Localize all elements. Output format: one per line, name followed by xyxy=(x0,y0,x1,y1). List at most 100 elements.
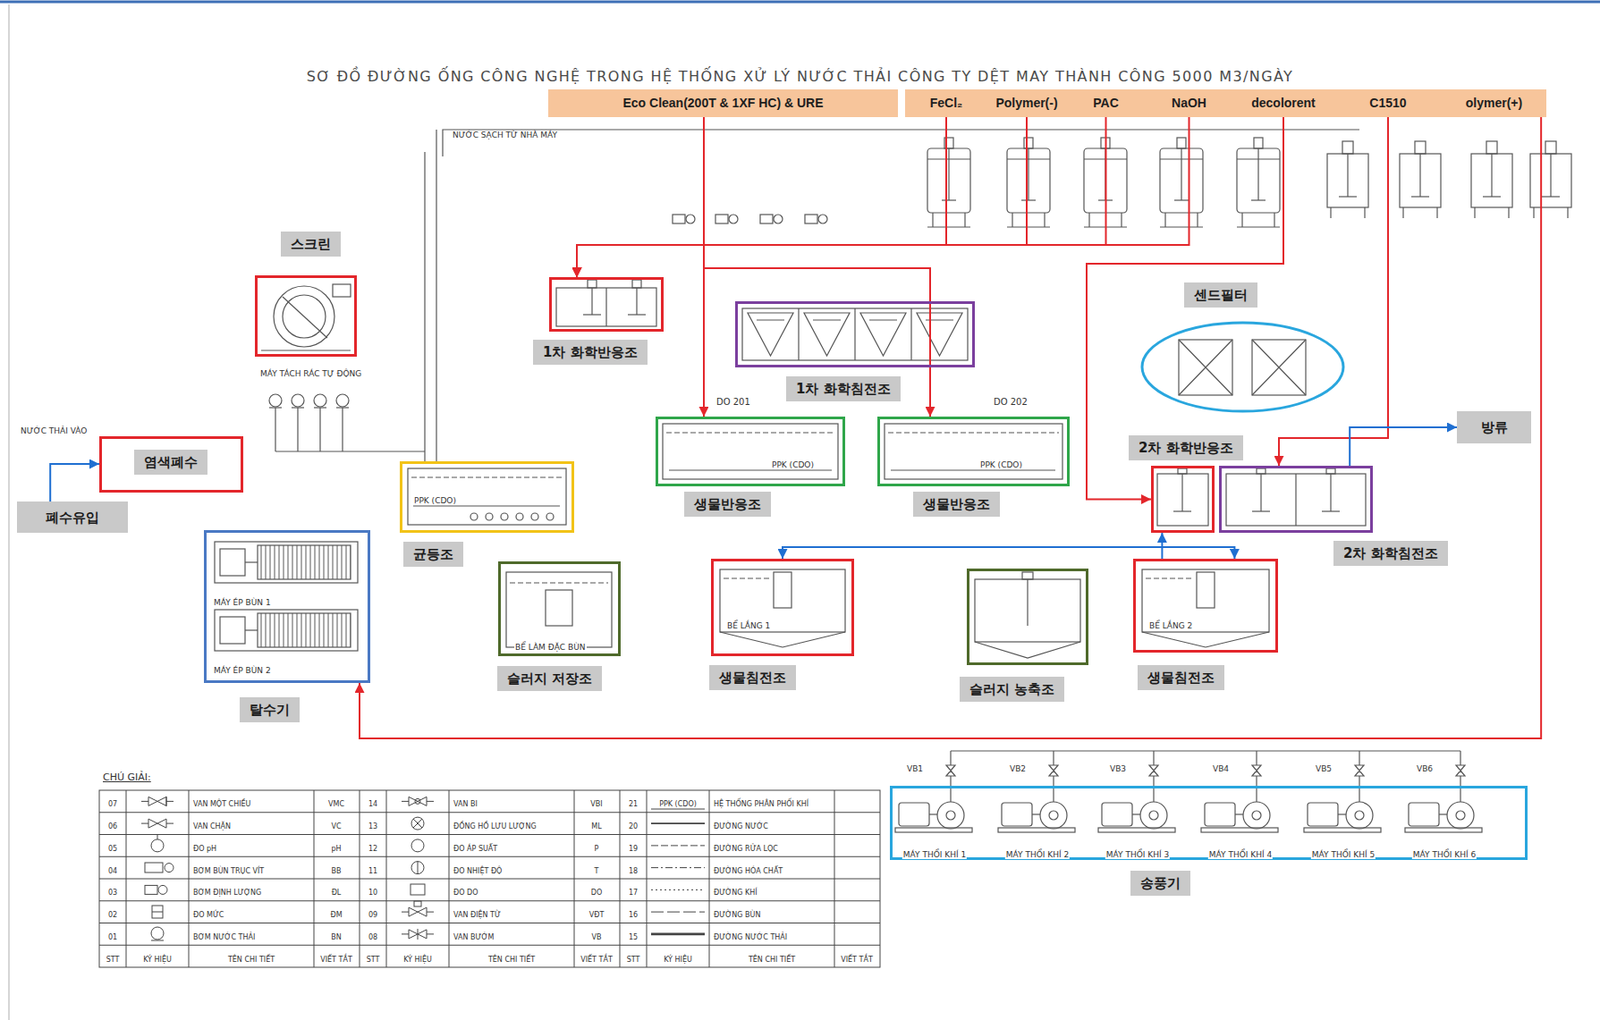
tank-drawing xyxy=(413,505,560,507)
legend-row: BƠM BÙN TRỤC VÍT xyxy=(192,859,265,877)
label-holder: VIẾT TẮT xyxy=(579,948,614,966)
table-cell: VIẾT TẮT xyxy=(319,955,354,964)
pipework xyxy=(1159,137,1203,228)
band-label: 폐수유입 xyxy=(45,509,100,526)
legend-row: ĐƯỜNG HÓA CHẤT xyxy=(712,859,784,877)
legend-table xyxy=(401,907,434,917)
tank-drawing xyxy=(214,279,1366,659)
flow-arrow xyxy=(1278,117,1389,466)
label-holder: 12 xyxy=(367,837,379,855)
label-holder: PPK (CDO) xyxy=(979,454,1024,472)
label-holder: NƯỚC SẠCH TỪ NHÀ MÁY xyxy=(451,124,559,142)
tank-label: 2차 화학침전조 xyxy=(1333,541,1448,567)
chemical-band-cell: FeCl₂ xyxy=(905,89,988,118)
ellipse-outline xyxy=(1140,321,1346,414)
legend-row: VAN BƯỚM xyxy=(452,925,496,943)
label-holder: ML xyxy=(590,815,602,833)
legend-row: ĐO ÁP SUẤT xyxy=(452,837,499,855)
legend-table xyxy=(417,862,419,875)
part-label: BỂ LẮNG 2 xyxy=(1148,621,1194,631)
legend-text: ĐƯỜNG HÓA CHẤT xyxy=(712,866,784,875)
tank-drawing xyxy=(1181,474,1183,512)
label-holder: 18 xyxy=(627,859,639,877)
blower-drawing xyxy=(895,751,1482,833)
flow-arrow xyxy=(576,117,1027,278)
part-label: BỂ LẮNG 1 xyxy=(726,621,771,631)
pipework xyxy=(1007,137,1050,228)
table-cell: STT xyxy=(105,955,121,964)
label-holder: 08 xyxy=(367,925,379,943)
label-holder: MÁY THỔI KHÍ 5 xyxy=(1311,844,1376,862)
label-holder: VIẾT TẮT xyxy=(319,948,354,966)
table-cell: pH xyxy=(330,844,342,853)
legend-text: ĐO pH xyxy=(192,844,218,853)
table-cell: 09 xyxy=(367,911,379,920)
part-label: NƯỚC THẢI VÀO xyxy=(19,426,88,436)
legend-table xyxy=(651,889,705,891)
screen-drum xyxy=(269,394,282,408)
screen-drum xyxy=(282,296,328,339)
label-holder: DO 202 xyxy=(992,391,1029,409)
pipework xyxy=(423,152,425,462)
legend-text: ĐO NHIỆT ĐỘ xyxy=(452,866,503,875)
label-holder: TÊN CHI TIẾT xyxy=(227,948,276,966)
legend-row: HỆ THỐNG PHÂN PHỐI KHÍ xyxy=(712,793,810,811)
tank-drawing xyxy=(587,279,597,288)
part-label: DO 201 xyxy=(715,397,752,407)
table-cell: DO xyxy=(590,888,603,898)
pipework xyxy=(1236,137,1280,228)
part-label: PPK (CDO) xyxy=(413,496,458,506)
table-cell: VB xyxy=(591,932,603,941)
tank-drawing xyxy=(1260,474,1262,512)
legend-text: BƠM BÙN TRỤC VÍT xyxy=(192,866,265,875)
legend-row: ĐƯỜNG NƯỚC xyxy=(712,815,770,833)
table-cell: VIẾT TẮT xyxy=(579,955,614,964)
ellipse-outline xyxy=(1142,322,1344,412)
legend-table xyxy=(411,817,424,830)
label-holder: VIẾT TẮT xyxy=(839,948,874,966)
tank-label: 1차 화학침전조 xyxy=(786,376,901,402)
table-cell: KÝ HIỆU xyxy=(142,955,173,964)
tank-label: 생물반응조 xyxy=(684,491,771,517)
table-cell: VMC xyxy=(327,800,346,809)
table-cell: ĐL xyxy=(330,888,343,898)
label-holder: MÁY THỔI KHÍ 3 xyxy=(1105,844,1170,862)
legend-table xyxy=(651,822,705,825)
label-holder: BB xyxy=(330,859,343,877)
label-holder: MÁY THỔI KHÍ 1 xyxy=(902,844,967,862)
part-label: DO 202 xyxy=(992,397,1029,407)
label-holder: 19 xyxy=(627,837,639,855)
process-tank: 1차 화학침전조 xyxy=(735,301,975,368)
label-holder: STT xyxy=(105,948,121,966)
label-holder: VB3 xyxy=(1108,758,1127,776)
tank-label: 센드필터 xyxy=(1184,282,1258,308)
table-cell: VIẾT TẮT xyxy=(839,955,874,964)
process-tank: 생물반응조 xyxy=(655,416,846,487)
pipework xyxy=(804,214,828,224)
label-holder: KÝ HIỆU xyxy=(662,948,694,966)
label-holder: PPK (CDO) xyxy=(658,793,698,811)
label-holder: 07 xyxy=(107,793,119,811)
table-cell: TÊN CHI TIẾT xyxy=(747,955,796,964)
label-holder: PPK (CDO) xyxy=(413,490,458,508)
legend-table xyxy=(144,885,168,895)
legend-text: ĐO ÁP SUẤT xyxy=(452,844,499,853)
label-holder: 05 xyxy=(107,837,119,855)
legend-row: VAN BI xyxy=(452,793,479,811)
part-label: MÁY ÉP BÙN 1 xyxy=(212,598,272,608)
legend-table xyxy=(99,790,881,968)
tank-drawing xyxy=(797,308,799,361)
legend-table xyxy=(651,933,705,937)
tank-label: 송풍기 xyxy=(1130,871,1191,897)
tank-drawing xyxy=(1178,339,1233,396)
pipework xyxy=(715,214,738,224)
tank-drawing xyxy=(583,313,602,315)
part-label: CHÚ GIẢI: xyxy=(101,771,153,784)
legend-row: ĐƯỜNG KHÍ xyxy=(712,881,759,899)
legend-text: ĐƯỜNG RỬA LỌC xyxy=(712,844,779,853)
table-cell: 01 xyxy=(107,932,119,941)
tank-drawing xyxy=(1252,339,1306,396)
tank-drawing xyxy=(662,423,839,480)
legend-table xyxy=(157,835,159,840)
tank-drawing xyxy=(591,287,593,315)
